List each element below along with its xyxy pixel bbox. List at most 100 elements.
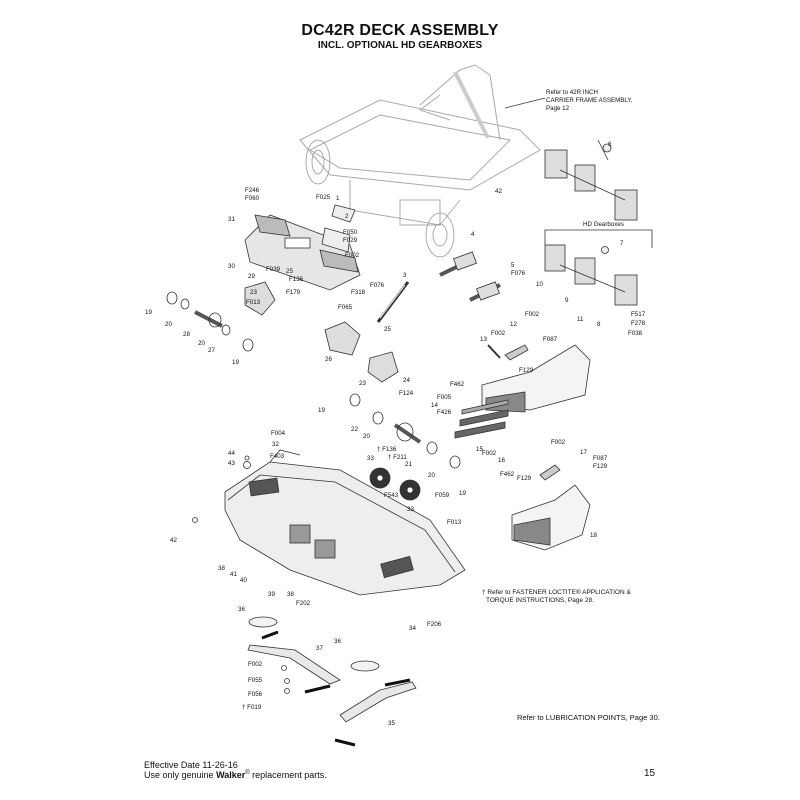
carrier-wheels (305, 139, 455, 258)
loctite-note-line2: TORQUE INSTRUCTIONS, Page 28. (486, 597, 594, 604)
callout-19c: 19 (318, 407, 325, 414)
callout-2: 2 (345, 213, 349, 220)
callout-f462a: F462 (450, 381, 465, 388)
rotation-arrow-1 (261, 630, 279, 640)
callout-f318: F318 (351, 289, 366, 296)
blade-1 (247, 644, 341, 685)
callout-38a: 38 (218, 565, 225, 572)
gearbox-assembly-standard (544, 139, 638, 221)
callout-20d: 20 (428, 472, 435, 479)
callout-f129c: F129 (517, 475, 532, 482)
callout-f087b: F087 (593, 455, 608, 462)
callout-40: 40 (240, 577, 247, 584)
callout-38b: 38 (287, 591, 294, 598)
callout-f202: F202 (296, 600, 311, 607)
callout-f002c: F002 (491, 330, 506, 337)
carrier-note-line3: Page 12 (546, 105, 570, 112)
callout-f013b: F013 (447, 519, 462, 526)
callout-f059: F059 (435, 492, 450, 499)
belt-shield (244, 214, 361, 291)
callout-41: 41 (230, 571, 237, 578)
center-gearbox (324, 321, 399, 383)
page-number: 15 (644, 768, 656, 779)
blade-hubs (248, 616, 380, 672)
callout-f060: F060 (245, 195, 260, 202)
callout-f055: F055 (248, 677, 263, 684)
callout-f517: F517 (631, 311, 646, 318)
callout-24: 24 (403, 377, 410, 384)
callout-6: 6 (608, 141, 612, 148)
callout-29: 29 (248, 273, 255, 280)
brand-name: Walker (216, 770, 246, 780)
callout-f025: F025 (316, 194, 331, 201)
carrier-frame (299, 64, 541, 226)
callout-f426: F426 (437, 409, 452, 416)
callout-f543: F543 (384, 492, 399, 499)
callout-f029: F029 (343, 237, 358, 244)
pulleys (369, 467, 421, 501)
callout-22: 22 (351, 426, 358, 433)
callout-20c: 20 (363, 433, 370, 440)
callout-13: 13 (480, 336, 487, 343)
callout-23a: 23 (250, 289, 257, 296)
registered-mark: ® (245, 770, 250, 776)
callout-35: 35 (388, 720, 395, 727)
rotation-arrow-3 (384, 678, 411, 687)
callout-f002d: F002 (482, 450, 497, 457)
callout-f211: † F211 (388, 454, 407, 461)
hd-gearboxes-label: HD Gearboxes (583, 221, 624, 228)
callout-f013a: F013 (246, 299, 261, 306)
callout-42: 42 (170, 537, 177, 544)
callout-1: 1 (336, 195, 340, 202)
mower-deck (224, 449, 466, 596)
callout-8: 8 (597, 321, 601, 328)
rotation-arrow-2 (304, 684, 331, 694)
callout-f019: † F019 (242, 704, 262, 711)
callout-f462b: F462 (500, 471, 515, 478)
callout-15: 15 (476, 446, 483, 453)
callout-f087a: F087 (543, 336, 558, 343)
callout-f246: F246 (245, 187, 260, 194)
lubrication-note: Refer to LUBRICATION POINTS, Page 30. (517, 713, 660, 722)
effective-date: Effective Date 11-26-16 (144, 760, 238, 770)
callout-4: 4 (471, 231, 475, 238)
callout-3: 3 (403, 272, 407, 279)
callout-36a: 36 (238, 606, 245, 613)
callout-20a: 20 (165, 321, 172, 328)
callout-27: 27 (208, 347, 215, 354)
callout-f403: F403 (270, 453, 285, 460)
genuine-parts-line: Use only genuine Walker® replacement par… (144, 770, 327, 780)
callout-34: 34 (409, 625, 416, 632)
callout-f002f: F002 (248, 661, 263, 668)
discharge-chute-lower (511, 484, 591, 551)
loctite-note-line1: † Refer to FASTENER LOCTITE® APPLICATION… (482, 589, 631, 596)
callout-32: 32 (272, 441, 279, 448)
callout-f004: F004 (271, 430, 286, 437)
callout-f076a: F076 (511, 270, 526, 277)
genuine-suffix: replacement parts. (249, 770, 327, 780)
callout-f278: F278 (631, 320, 646, 327)
callout-36b: 36 (334, 638, 341, 645)
callout-26: 26 (325, 356, 332, 363)
callout-f136a: F136 (289, 276, 304, 283)
callout-25a: 25 (286, 268, 293, 275)
callout-f038: F038 (628, 330, 643, 337)
callout-14: 14 (431, 402, 438, 409)
callout-f050: F050 (343, 229, 358, 236)
callout-5: 5 (511, 262, 515, 269)
hd-bracket (544, 229, 653, 248)
callout-f206: F206 (427, 621, 442, 628)
drive-shafts (376, 251, 501, 323)
callout-f056: F056 (248, 691, 263, 698)
center-spindle (349, 393, 461, 469)
callout-17: 17 (580, 449, 587, 456)
blade-2 (339, 681, 417, 723)
callout-10: 10 (536, 281, 543, 288)
rotation-arrow-4 (334, 738, 356, 747)
left-gearbox (166, 281, 276, 352)
callout-19b: 19 (232, 359, 239, 366)
callout-30: 30 (228, 263, 235, 270)
callout-11: 11 (577, 316, 584, 323)
